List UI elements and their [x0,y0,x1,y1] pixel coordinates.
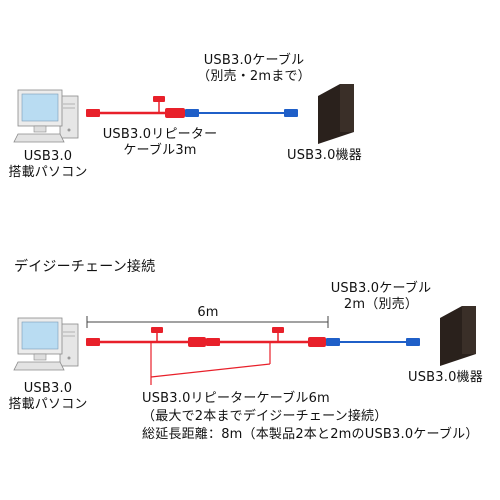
repeater-note-line2: （最大で2本までデイジーチェーン接続） [142,409,388,424]
repeater-label-line1: USB3.0リピーター [102,127,218,142]
pc-icon [13,89,79,143]
device-label: USB3.0機器 [287,148,362,163]
pc-label-line2: 搭載パソコン [8,397,88,412]
usb-cable-label-line2: 2m（別売） [343,297,419,312]
section-title: デイジーチェーン接続 [14,259,156,275]
length-dimension [86,316,329,328]
repeater-note-line1: USB3.0リピーターケーブル6m [142,391,330,406]
usb-a-plug-icon [185,109,199,117]
usb-b-plug-icon [406,338,420,346]
usb-cable-label: USB3.0ケーブル （別売・2mまで） [184,53,324,85]
pc-label: USB3.0 搭載パソコン [4,381,92,413]
repeater-connector [165,108,185,118]
usb-a-plug-icon [86,338,100,346]
length-label: 6m [197,305,219,320]
device-label: USB3.0機器 [408,370,483,385]
usb-a-plug-icon [206,338,220,346]
usb-device-icon [440,306,476,366]
usb-cable [326,338,420,346]
pc-label-line1: USB3.0 [23,149,73,164]
repeater-connector [188,337,206,347]
repeater-cable [86,96,185,118]
usb-cable-label-line1: USB3.0ケーブル [330,281,432,296]
usb-cable-label-line1: USB3.0ケーブル [203,53,305,68]
usb-cable-label: USB3.0ケーブル 2m（別売） [306,281,456,313]
usb-b-plug-icon [284,109,298,117]
repeater-cable [150,327,326,378]
usb-cable [185,109,298,117]
usb-a-plug-icon [86,109,100,117]
repeater-cable [86,327,206,377]
repeater-note: USB3.0リピーターケーブル6m （最大で2本までデイジーチェーン接続） 総延… [142,390,479,444]
pc-icon [13,317,79,371]
power-plug-icon [153,96,165,102]
pc-label: USB3.0 搭載パソコン [4,149,92,181]
repeater-note-line3: 総延長距離：8m（本製品2本と2mのUSB3.0ケーブル） [142,427,479,442]
repeater-label-line2: ケーブル3m [123,143,197,158]
pc-label-line1: USB3.0 [23,381,73,396]
power-plug-icon [151,327,163,333]
repeater-connector [308,337,326,347]
pc-label-line2: 搭載パソコン [8,165,88,180]
power-plug-icon [272,327,284,333]
repeater-cable-label: USB3.0リピーター ケーブル3m [80,127,240,159]
usb-a-plug-icon [326,338,340,346]
usb-device-icon [318,84,354,144]
usb-cable-label-line2: （別売・2mまで） [197,69,311,84]
